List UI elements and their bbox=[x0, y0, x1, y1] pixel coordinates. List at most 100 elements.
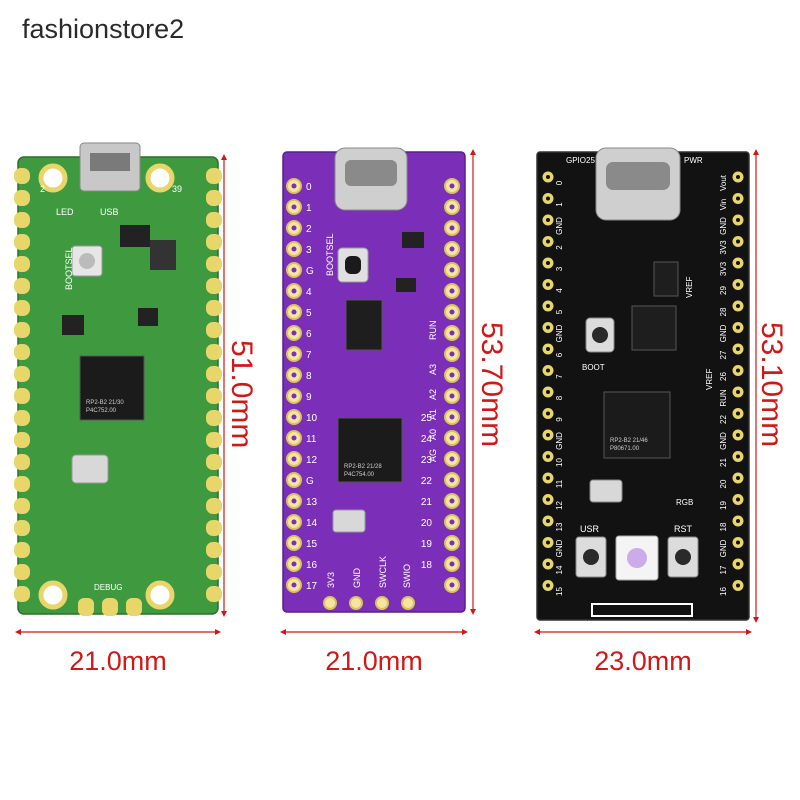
black-board-pin-pads bbox=[542, 171, 744, 591]
purple-right-pin-label: 23 bbox=[421, 455, 433, 466]
green-pad bbox=[206, 344, 222, 360]
purple-height-label: 53.70mm bbox=[475, 322, 508, 448]
purple-bottom-pad bbox=[375, 596, 389, 610]
black-rst-label: RST bbox=[674, 524, 693, 534]
black-left-pin-label: 4 bbox=[555, 288, 564, 293]
purple-right-pin-label: 25 bbox=[421, 413, 433, 424]
green-pad bbox=[206, 322, 222, 338]
black-usr-label: USR bbox=[580, 524, 600, 534]
purple-vertical-label: BOOTSEL bbox=[325, 233, 335, 276]
purple-left-pin-label: 14 bbox=[306, 518, 318, 529]
green-pad bbox=[14, 256, 30, 272]
purple-left-pin-label: 0 bbox=[306, 182, 312, 193]
green-pad bbox=[14, 542, 30, 558]
purple-right-pin-label: 22 bbox=[421, 476, 433, 487]
black-height-label: 53.10mm bbox=[755, 322, 788, 448]
green-pad bbox=[206, 366, 222, 382]
crystal-oscillator bbox=[332, 509, 366, 533]
green-pad bbox=[206, 586, 222, 602]
crystal-oscillator bbox=[71, 454, 109, 484]
green-height-label: 51.0mm bbox=[225, 340, 258, 449]
green-pad bbox=[206, 542, 222, 558]
green-led-label: LED bbox=[56, 207, 74, 217]
black-width-label: 23.0mm bbox=[594, 646, 692, 676]
black-left-pin-label: 11 bbox=[555, 479, 564, 488]
black-right-pin-label: 16 bbox=[719, 587, 728, 596]
purple-left-pin-label: 2 bbox=[306, 224, 312, 235]
black-right-pin-label: Vin bbox=[719, 199, 728, 210]
purple-bottom-label: SWIO bbox=[402, 564, 412, 588]
green-pad bbox=[14, 366, 30, 382]
purple-bottom-pad bbox=[401, 596, 415, 610]
green-pad bbox=[14, 476, 30, 492]
green-pad bbox=[14, 564, 30, 580]
purple-bottom-pad bbox=[323, 596, 337, 610]
purple-bottom-pad bbox=[349, 596, 363, 610]
black-left-pin-label: 13 bbox=[555, 522, 564, 531]
purple-right-pin-label: 24 bbox=[421, 434, 433, 445]
purple-left-pin-label: 8 bbox=[306, 371, 312, 382]
purple-chip-text-2: P4C754.00 bbox=[344, 472, 375, 478]
green-pad bbox=[206, 190, 222, 206]
black-right-pin-label: 3V3 bbox=[719, 261, 728, 276]
green-pad bbox=[14, 322, 30, 338]
green-pad bbox=[14, 454, 30, 470]
purple-left-pin-label: G bbox=[306, 266, 314, 277]
green-width-label: 21.0mm bbox=[69, 646, 167, 676]
black-right-pin-label: 18 bbox=[719, 522, 728, 531]
green-pad bbox=[14, 168, 30, 184]
green-pad bbox=[206, 234, 222, 250]
black-rgb-label: RGB bbox=[676, 498, 693, 507]
watermark-text: fashionstore2 bbox=[22, 14, 185, 44]
black-right-pin-label: 3V3 bbox=[719, 240, 728, 255]
black-left-pin-label: GND bbox=[555, 324, 564, 342]
green-pad bbox=[14, 498, 30, 514]
black-right-pin-label: Vout bbox=[719, 174, 728, 191]
green-pad bbox=[206, 476, 222, 492]
rp2040-chip bbox=[337, 417, 403, 483]
black-vref-label-1: VREF bbox=[685, 277, 694, 298]
green-debug-pad bbox=[78, 598, 94, 616]
dimension-lines bbox=[15, 149, 759, 635]
purple-vertical-label: A1 bbox=[428, 409, 438, 420]
black-right-pin-label: 26 bbox=[719, 372, 728, 381]
purple-left-pin-label: 17 bbox=[306, 581, 318, 592]
green-pad bbox=[206, 498, 222, 514]
purple-bottom-label: GND bbox=[352, 568, 362, 589]
black-right-pin-label: GND bbox=[719, 539, 728, 557]
black-right-pin-label: 28 bbox=[719, 307, 728, 316]
green-pad bbox=[206, 300, 222, 316]
purple-left-pin-label: 9 bbox=[306, 392, 312, 403]
black-left-pin-label: 15 bbox=[555, 587, 564, 596]
green-debug-label: DEBUG bbox=[94, 583, 122, 592]
black-vref-label-2: VREF bbox=[705, 369, 714, 390]
purple-board-pin-pads bbox=[286, 178, 460, 610]
rp2040-chip bbox=[603, 391, 671, 459]
purple-left-pin-label: 3 bbox=[306, 245, 312, 256]
green-pad bbox=[206, 278, 222, 294]
purple-right-pin-label: 20 bbox=[421, 518, 433, 529]
purple-right-pin-label: 21 bbox=[421, 497, 433, 508]
purple-left-pin-label: 11 bbox=[306, 434, 317, 445]
black-left-pin-label: GND bbox=[555, 539, 564, 557]
black-right-pin-label: 21 bbox=[719, 458, 728, 467]
crystal-oscillator bbox=[589, 479, 623, 503]
green-pad bbox=[14, 212, 30, 228]
purple-vertical-label: A3 bbox=[428, 364, 438, 375]
purple-vertical-label: AG bbox=[428, 449, 438, 462]
green-pin-39-label: 39 bbox=[172, 184, 182, 194]
black-left-pin-label: 8 bbox=[555, 395, 564, 400]
green-usb-label: USB bbox=[100, 207, 119, 217]
black-pwr-label: PWR bbox=[684, 156, 703, 165]
rp2040-chip bbox=[79, 355, 145, 421]
black-rp2040-board: RP2-B2 21/46 P80671.00 GPIO25 PWR 01GND2… bbox=[536, 147, 750, 621]
black-boot-label: BOOT bbox=[582, 363, 605, 372]
purple-left-pin-label: 7 bbox=[306, 350, 312, 361]
purple-left-pin-label: 6 bbox=[306, 329, 312, 340]
green-pad bbox=[206, 388, 222, 404]
black-left-pin-label: 6 bbox=[555, 352, 564, 357]
green-debug-pad bbox=[102, 598, 118, 616]
